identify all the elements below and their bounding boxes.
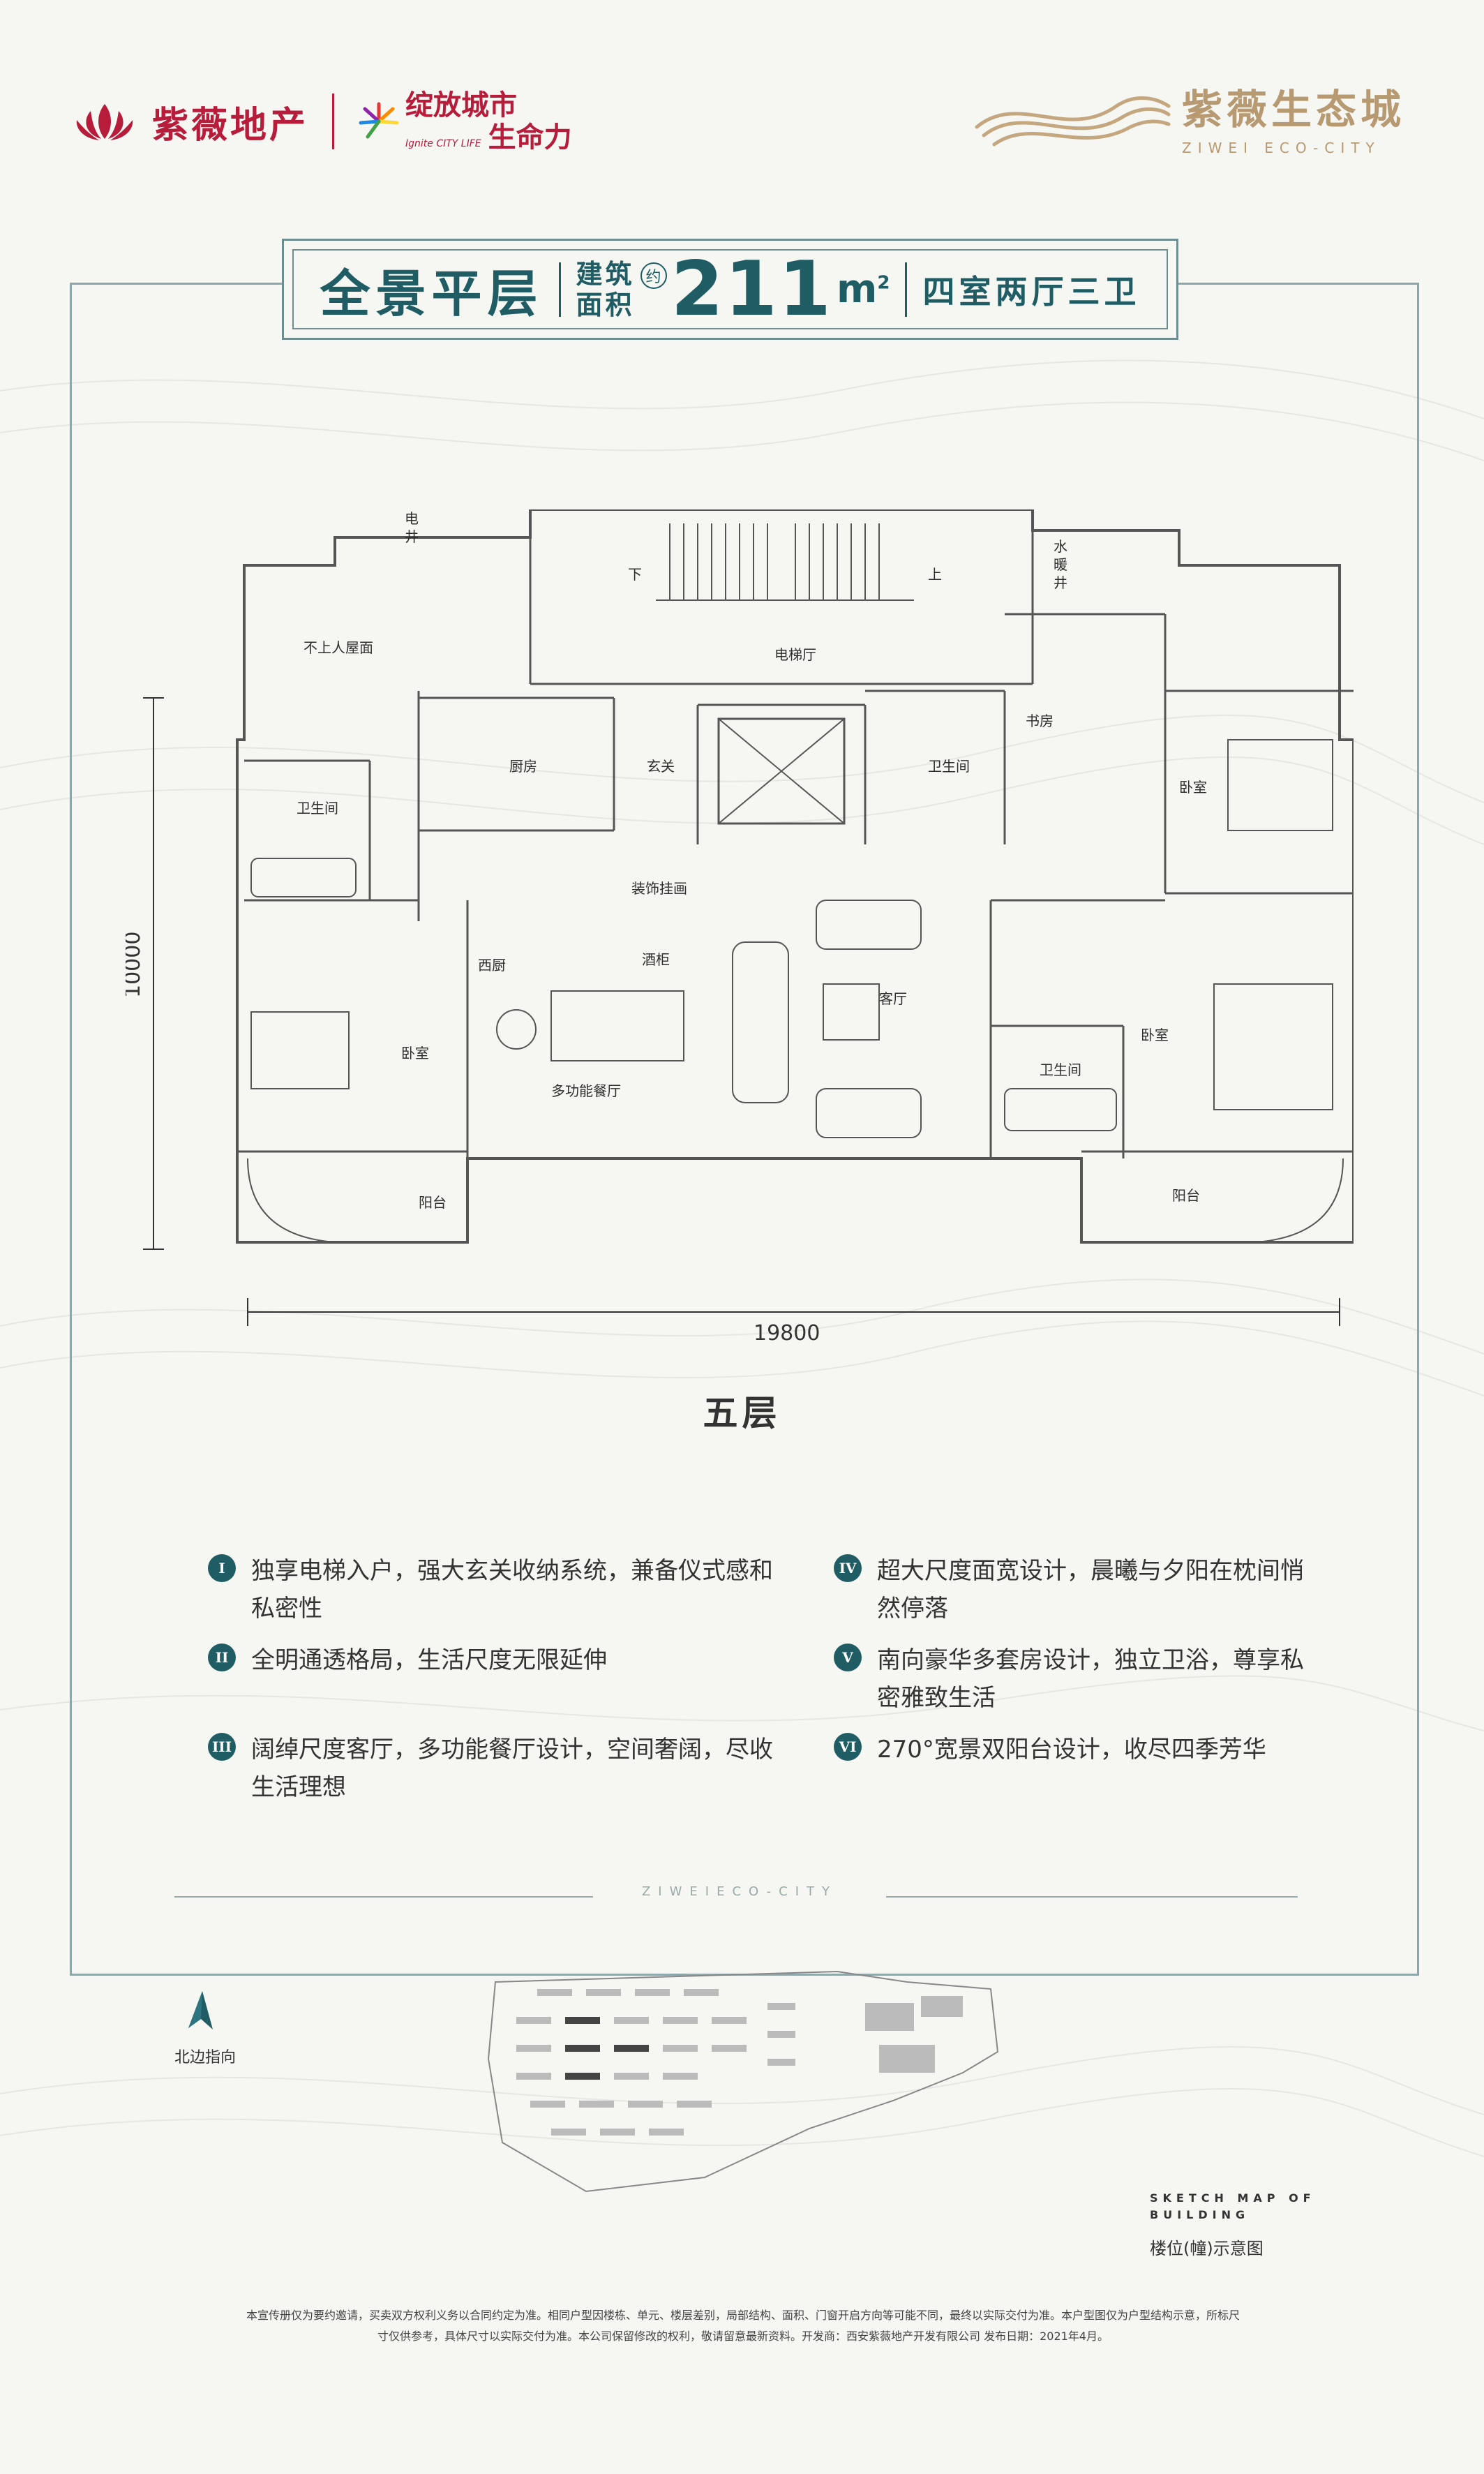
feature-text: 全明通透格局，生活尺度无限延伸 (251, 1646, 607, 1674)
feature-text: 阔绰尺度客厅，多功能餐厅设计，空间奢阔，尽收生活理想 (251, 1736, 773, 1801)
label-bath-se: 卫生间 (1040, 1061, 1081, 1078)
disclaimer-line1: 本宣传册仅为要约邀请，买卖双方权利义务以合同约定为准。相同户型因楼栋、单元、楼层… (246, 2309, 1240, 2322)
label-roof: 不上人屋面 (303, 639, 373, 656)
label-kitchen: 厨房 (509, 758, 537, 775)
label-deco: 装饰挂画 (631, 880, 687, 897)
label-bath-west: 卫生间 (297, 800, 338, 817)
area-label-line2: 面积 (576, 289, 635, 320)
lotus-logo-icon (76, 104, 133, 140)
feature-text: 独享电梯入户，强大玄关收纳系统，兼备仪式感和私密性 (251, 1557, 773, 1623)
label-west-kitchen: 西厨 (478, 957, 506, 974)
label-electric-shaft: 电井 (405, 510, 419, 545)
label-dining: 多功能餐厅 (551, 1082, 621, 1099)
approx-badge: 约 (640, 262, 667, 289)
feature-number: V (834, 1644, 862, 1671)
floor-plan: 电井 下 上 水暖井 不上人屋面 电梯厅 厨房 玄关 卫生间 书房 卧室 卫生间… (126, 509, 1354, 1346)
area-unit: m (837, 267, 878, 312)
feature-item: II 全明通透格局，生活尺度无限延伸 (208, 1641, 780, 1679)
project-name: 紫薇生态城 (1182, 86, 1406, 133)
feature-number: VI (834, 1733, 862, 1761)
feature-item: IV 超大尺度面宽设计，晨曦与夕阳在枕间悄然停落 (834, 1552, 1322, 1627)
sketch-title-en-line1: SKETCH MAP OF (1150, 2191, 1316, 2205)
label-elevator-hall: 电梯厅 (774, 646, 816, 663)
label-up: 上 (928, 566, 942, 583)
sketch-title-cn: 楼位(幢)示意图 (1150, 2239, 1264, 2258)
developer-name: 紫薇地产 (152, 104, 309, 147)
north-indicator: 北边指向 (174, 1988, 236, 2067)
brand-divider (332, 94, 335, 149)
label-bath-center: 卫生间 (928, 758, 970, 775)
title-divider (558, 262, 561, 317)
label-down: 下 (628, 566, 642, 583)
label-balcony-east: 阳台 (1172, 1187, 1200, 1204)
label-bedroom-ne: 卧室 (1179, 779, 1207, 796)
area-value: 211 (670, 246, 833, 333)
title-banner: 全景平层 建筑 面积 约 211 m2 四室两厅三卫 (282, 239, 1178, 340)
burst-logo-icon (359, 102, 399, 139)
dimension-depth: 10000 (126, 932, 145, 998)
feature-number: I (208, 1554, 236, 1582)
feature-text: 超大尺度面宽设计，晨曦与夕阳在枕间悄然停落 (877, 1557, 1304, 1623)
sketch-title-en-line2: BUILDING (1150, 2208, 1250, 2221)
area-label-line1: 建筑 (576, 258, 635, 290)
title-banner-inner: 全景平层 建筑 面积 约 211 m2 四室两厅三卫 (292, 246, 1168, 333)
feature-text: 270°宽景双阳台设计，收尽四季芳华 (877, 1736, 1266, 1764)
feature-item: III 阔绰尺度客厅，多功能餐厅设计，空间奢阔，尽收生活理想 (208, 1731, 780, 1806)
label-bedroom-west: 卧室 (401, 1045, 429, 1061)
feature-item: V 南向豪华多套房设计，独立卫浴，尊享私密雅致生活 (834, 1641, 1322, 1717)
label-wine: 酒柜 (642, 951, 670, 968)
wave-logo-icon (975, 96, 1171, 147)
sketch-title-en: SKETCH MAP OF BUILDING (1150, 2190, 1316, 2223)
area-unit-sup: 2 (877, 272, 890, 294)
floor-label: 五层 (703, 1393, 781, 1433)
layout-type: 四室两厅三卫 (922, 272, 1141, 311)
feature-number: II (208, 1644, 236, 1671)
label-study: 书房 (1026, 713, 1054, 729)
north-label: 北边指向 (174, 2049, 237, 2066)
divider-text: ZIWEIECO-CITY (593, 1884, 886, 1899)
project-brand: 紫薇生态城 ZIWEI ECO-CITY (970, 77, 1405, 156)
disclaimer-line2: 寸仅供参考，具体尺寸以实际交付为准。本公司保留修改的权利，敬请留意最新资料。开发… (377, 2330, 1109, 2343)
label-water-shaft: 水暖井 (1054, 538, 1067, 591)
feature-number: IV (834, 1554, 862, 1582)
label-balcony-west: 阳台 (419, 1194, 447, 1211)
feature-item: VI 270°宽景双阳台设计，收尽四季芳华 (834, 1731, 1322, 1768)
disclaimer: 本宣传册仅为要约邀请，买卖双方权利义务以合同约定为准。相同户型因楼栋、单元、楼层… (160, 2305, 1326, 2347)
label-living: 客厅 (879, 990, 907, 1007)
slogan-line1: 绽放城市 (405, 89, 518, 121)
label-bedroom-se: 卧室 (1141, 1027, 1169, 1043)
slogan-en: Ignite CITY LIFE (405, 138, 481, 149)
dimension-width: 19800 (754, 1321, 820, 1346)
title-divider-2 (905, 262, 908, 317)
feature-item: I 独享电梯入户，强大玄关收纳系统，兼备仪式感和私密性 (208, 1552, 780, 1627)
label-foyer: 玄关 (647, 758, 675, 775)
project-name-en: ZIWEI ECO-CITY (1182, 140, 1381, 156)
developer-brand: 紫薇地产 绽放城市 Ignite CITY LIFE 生命力 (70, 89, 572, 154)
feature-number: III (208, 1733, 236, 1761)
slogan-line2: 生命力 (488, 121, 572, 154)
north-arrow-icon (188, 1991, 213, 2029)
feature-text: 南向豪华多套房设计，独立卫浴，尊享私密雅致生活 (877, 1646, 1304, 1712)
title-main: 全景平层 (320, 264, 544, 323)
site-sketch-map (487, 1970, 999, 2193)
